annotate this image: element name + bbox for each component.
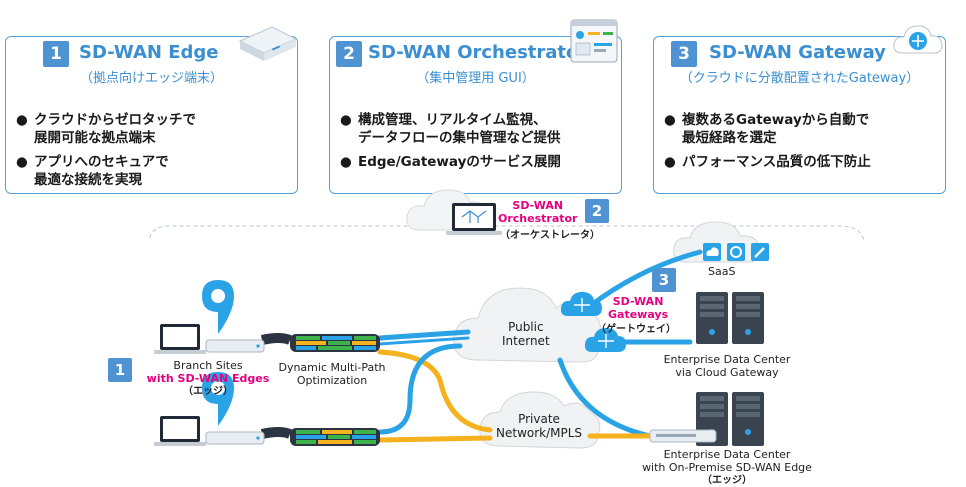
cloud-service-icon	[703, 243, 721, 261]
optimization-line: Optimization	[296, 374, 368, 387]
gateways-label-line: Gateways	[608, 308, 669, 321]
branch-jp-label: （エッジ）	[183, 386, 233, 397]
bullet-dot: ●	[664, 154, 676, 170]
multipath-bundle-2	[260, 427, 380, 446]
link-gateway-saas	[587, 249, 703, 309]
orchestrator-label: SD-WAN Orchestrator	[498, 199, 577, 225]
card-title: SD-WAN Edge	[79, 42, 219, 63]
private-network-line: Private	[518, 412, 560, 426]
dc-cloud-line: Enterprise Data Center	[663, 353, 791, 366]
branch-number-badge: 1	[108, 358, 132, 382]
bullet-line: 複数あるGatewayから自動で	[682, 112, 870, 128]
bullet-line: パフォーマンス品質の低下防止	[682, 154, 871, 170]
card-bullet: ● 複数あるGatewayから自動で 最短経路を選定	[664, 111, 939, 147]
card-number-badge: 2	[336, 41, 362, 67]
gear-icon	[727, 243, 745, 261]
bullet-line: アプリへのセキュアで	[34, 154, 169, 170]
link-branch2-mpls	[377, 435, 493, 443]
orchestrator-label-line: SD-WAN	[512, 199, 564, 212]
dc-onprem-label: Enterprise Data Center with On-Premise S…	[630, 448, 824, 487]
multipath-bundle-1	[260, 333, 380, 352]
branch-edge-device-icon	[205, 339, 265, 353]
gateways-label-line: SD-WAN	[612, 295, 664, 308]
card-bullet: ● アプリへのセキュアで 最適な接続を実現	[16, 153, 291, 189]
bullet-dot: ●	[16, 112, 28, 128]
link-internet-dc-onprem	[557, 357, 653, 439]
orchestrator-boundary	[149, 225, 865, 241]
orchestrator-number-badge: 2	[585, 199, 609, 223]
gateways-number-badge: 3	[652, 268, 676, 292]
bullet-line: 構成管理、リアルタイム監視、	[358, 112, 547, 128]
private-network-label: Private Network/MPLS	[496, 412, 582, 440]
dc-onprem-line: with On-Premise SD-WAN Edge	[642, 461, 812, 474]
wrench-icon	[751, 243, 769, 261]
branch-label-line: Branch Sites	[173, 359, 243, 372]
onprem-edge-device-icon	[649, 429, 717, 443]
card-sd-wan-gateway: 3 SD-WAN Gateway （クラウドに分散配置されたGateway） ●…	[653, 25, 946, 194]
card-title: SD-WAN Orchestrator	[368, 42, 588, 63]
gateway-cloud-icon	[560, 292, 602, 316]
branch-laptop-icon	[154, 324, 206, 354]
public-internet-line: Public	[508, 320, 544, 334]
edge-appliance-icon	[238, 26, 298, 61]
card-bullet: ● パフォーマンス品質の低下防止	[664, 153, 939, 171]
branch-edge-device-icon	[205, 431, 265, 445]
bullet-line: 最短経路を選定	[682, 130, 777, 146]
dc-onprem-jp-label: （エッジ）	[702, 475, 752, 486]
dc-cloud-line: via Cloud Gateway	[675, 366, 779, 379]
card-subtitle: （クラウドに分散配置されたGateway）	[679, 71, 920, 86]
private-network-line: Network/MPLS	[496, 426, 583, 440]
server-rack-icon	[696, 292, 764, 344]
link-branch2-internet	[377, 343, 463, 435]
gateway-cloud-icon	[584, 328, 626, 352]
bullet-dot: ●	[340, 154, 352, 170]
card-number-badge: 1	[43, 41, 69, 67]
optimization-label: Dynamic Multi-Path Optimization	[272, 361, 392, 387]
card-bullet: ● Edge/Gatewayのサービス展開	[340, 153, 615, 171]
card-number-badge: 3	[671, 41, 697, 67]
bullet-dot: ●	[340, 112, 352, 128]
public-internet-line: Internet	[502, 334, 550, 348]
card-subtitle: （集中管理用 GUI）	[416, 71, 535, 86]
gateways-label: SD-WAN Gateways	[608, 295, 668, 321]
bullet-dot: ●	[16, 154, 28, 170]
card-sd-wan-edge: 1 SD-WAN Edge （拠点向けエッジ端末） ● クラウドからゼロタッチで…	[5, 26, 298, 194]
dc-onprem-line: Enterprise Data Center	[663, 448, 791, 461]
dashboard-icon	[570, 19, 618, 63]
link-opt-internet-2	[378, 336, 470, 346]
location-pin-icon	[202, 372, 234, 426]
link-opt-internet-1	[377, 329, 471, 341]
bullet-line: Edge/Gatewayのサービス展開	[358, 154, 561, 170]
card-title: SD-WAN Gateway	[709, 42, 886, 63]
orchestrator-label-line: Orchestrator	[498, 212, 578, 225]
bullet-dot: ●	[664, 112, 676, 128]
card-bullet: ● クラウドからゼロタッチで 展開可能な拠点端末	[16, 111, 291, 147]
branch-laptop-icon	[154, 416, 206, 446]
bullet-line: 展開可能な拠点端末	[34, 130, 156, 146]
bullet-line: クラウドからゼロタッチで	[34, 112, 196, 128]
gateways-jp-label: （ゲートウェイ）	[596, 324, 676, 335]
saas-label: SaaS	[708, 265, 736, 278]
link-opt-mpls	[377, 349, 493, 433]
branch-label-line: with SD-WAN Edges	[146, 372, 270, 385]
card-subtitle: （拠点向けエッジ端末）	[79, 71, 223, 86]
orchestrator-jp-label: （オーケストレータ）	[500, 230, 600, 241]
card-sd-wan-orchestrator: 2 SD-WAN Orchestrator （集中管理用 GUI） ● 構成管理…	[329, 19, 622, 194]
branch-label: Branch Sites with SD-WAN Edges （エッジ）	[146, 359, 270, 398]
card-bullet: ● 構成管理、リアルタイム監視、 データフローの集中管理など提供	[340, 111, 615, 147]
cloud-gateway-icon	[893, 25, 943, 54]
bullet-line: データフローの集中管理など提供	[358, 130, 561, 146]
dc-cloud-label: Enterprise Data Center via Cloud Gateway	[652, 353, 802, 379]
bullet-line: 最適な接続を実現	[34, 172, 142, 188]
laptop-icon	[446, 203, 502, 235]
location-pin-icon	[202, 280, 234, 334]
public-internet-label: Public Internet	[502, 320, 550, 348]
optimization-line: Dynamic Multi-Path	[278, 361, 386, 374]
